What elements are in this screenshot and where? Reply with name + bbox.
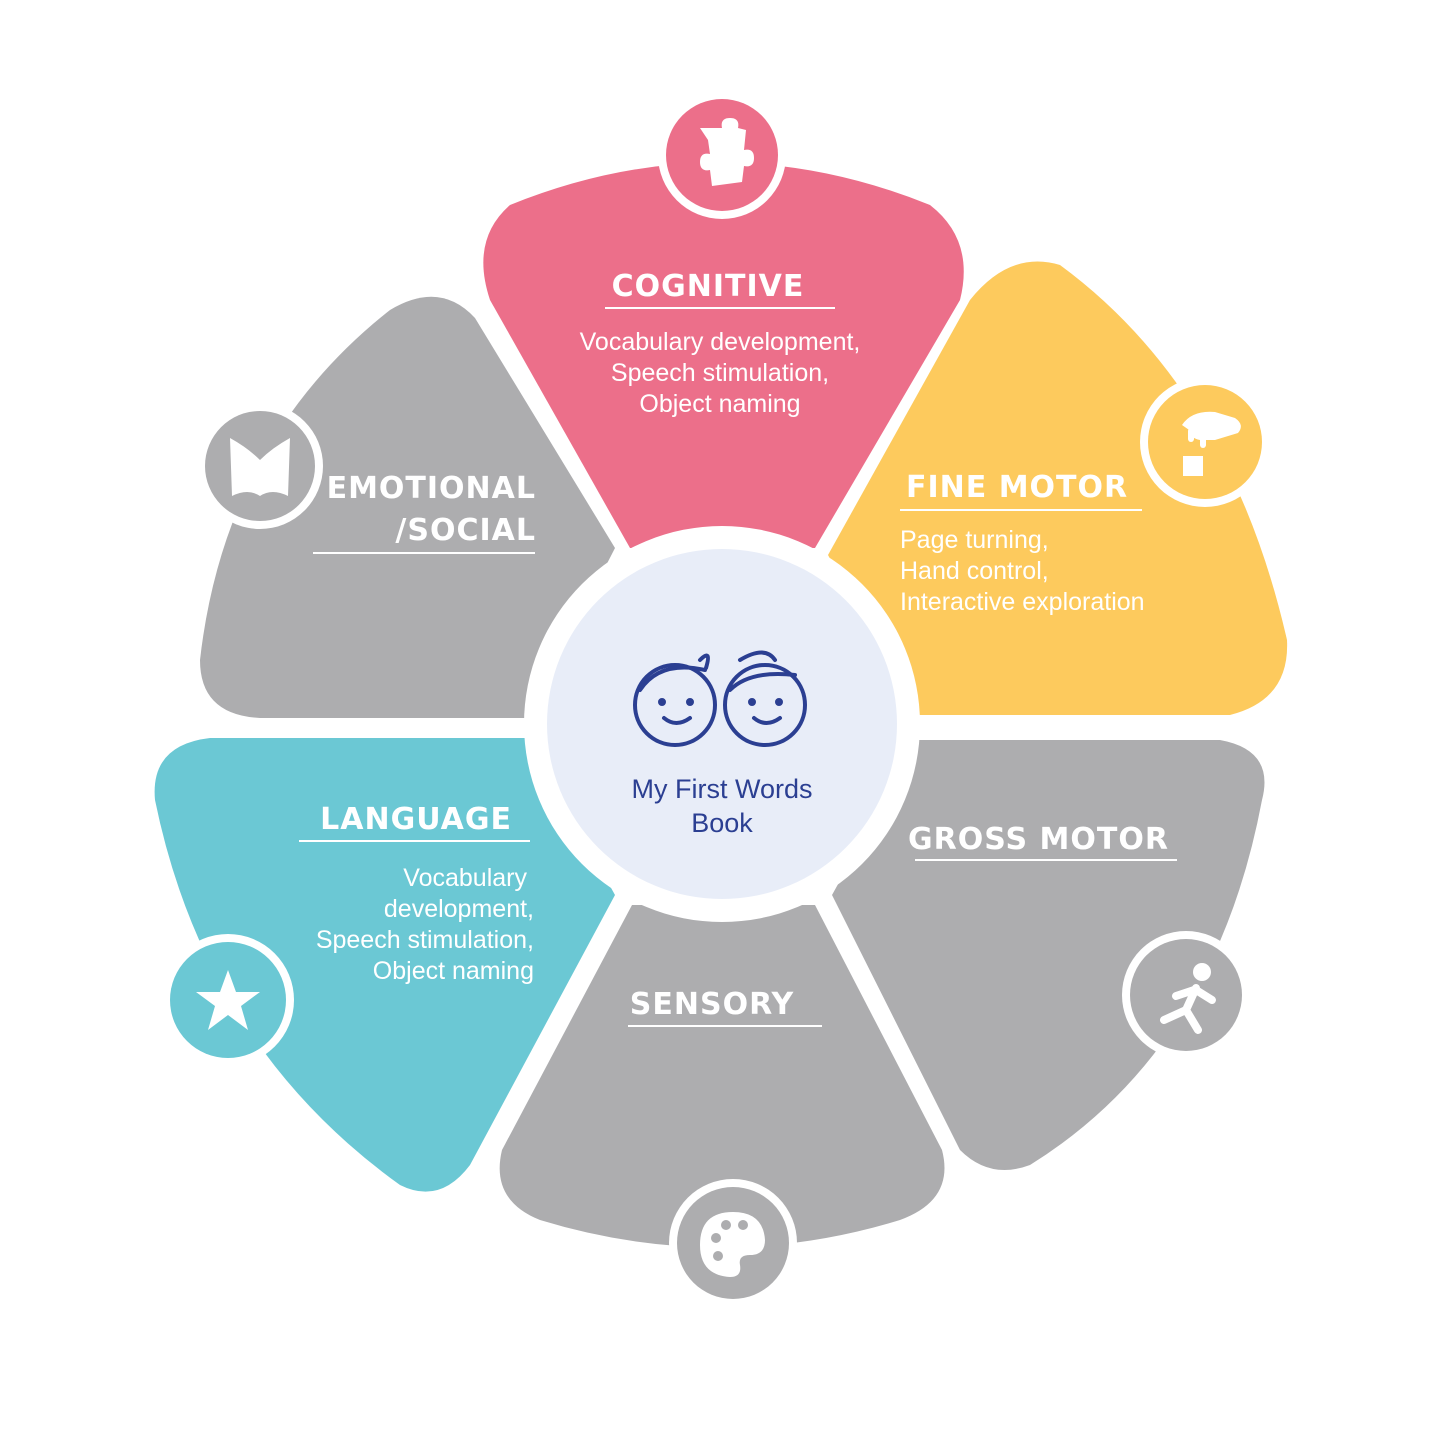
language-line-4: Object naming (373, 957, 534, 985)
emotional-heading-line-2: /SOCIAL (395, 513, 536, 548)
gross-motor-petal (832, 740, 1265, 1170)
language-heading: LANGUAGE (320, 802, 512, 837)
center-circle (547, 549, 897, 899)
kids-faces-icon (633, 650, 807, 747)
center-title-line1: My First Words (632, 774, 813, 804)
cognitive-line-1: Vocabulary development, (580, 328, 861, 356)
center-title-line2: Book (691, 808, 753, 838)
fine-motor-line-2: Hand control, (900, 557, 1049, 585)
emotional-social-petal (200, 296, 615, 718)
star-icon (196, 970, 260, 1030)
fine-motor-line-3: Interactive exploration (900, 588, 1145, 616)
sensory-heading: SENSORY (630, 987, 795, 1022)
running-person-icon (1160, 963, 1216, 1034)
fine-motor-heading: FINE MOTOR (906, 470, 1128, 505)
emotional-heading-line-1: EMOTIONAL (327, 471, 536, 506)
sensory-petal (499, 905, 945, 1248)
book-icon (230, 438, 290, 496)
cognitive-heading: COGNITIVE (612, 269, 805, 304)
fine-motor-line-1: Page turning, (900, 526, 1049, 554)
language-petal (154, 738, 615, 1192)
fine-motor-petal (828, 261, 1288, 715)
language-line-1: Vocabulary (403, 864, 527, 892)
gross-motor-heading: GROSS MOTOR (908, 822, 1169, 857)
cognitive-line-3: Object naming (639, 390, 800, 418)
language-line-2: development, (384, 895, 534, 923)
puzzle-icon (700, 118, 754, 186)
palette-icon (700, 1212, 765, 1277)
hand-block-icon (1182, 411, 1241, 476)
cognitive-petal (483, 162, 964, 548)
cognitive-line-2: Speech stimulation, (611, 359, 829, 387)
language-line-3: Speech stimulation, (316, 926, 534, 954)
